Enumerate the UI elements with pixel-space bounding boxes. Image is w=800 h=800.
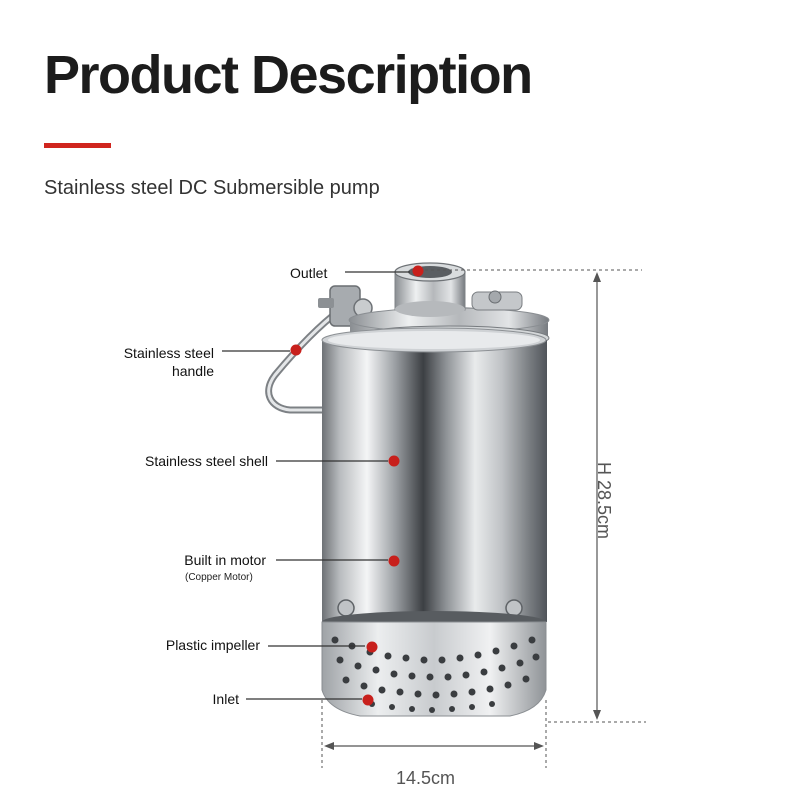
outlet-marker — [412, 265, 424, 277]
impeller-label: Plastic impeller — [165, 637, 260, 653]
shell-label: Stainless steel shell — [145, 453, 268, 469]
inlet-marker — [362, 694, 374, 706]
perforated-inlet-base — [321, 621, 547, 717]
width-dimension — [321, 700, 547, 768]
handle-label-line1: Stainless steel — [123, 345, 214, 361]
height-dimension — [425, 269, 646, 723]
shell-marker — [388, 455, 400, 467]
stainless-steel-handle — [265, 285, 373, 414]
height-label: H 28.5cm — [594, 462, 614, 540]
motor-note-label: (Copper Motor) — [185, 572, 253, 583]
inlet-label: Inlet — [212, 691, 239, 707]
width-label: 14.5cm — [396, 768, 456, 788]
title-accent-bar — [44, 143, 111, 148]
handle-label-line2: handle — [171, 363, 214, 379]
page-subtitle: Stainless steel DC Submersible pump — [44, 177, 380, 199]
handle-marker — [290, 344, 302, 356]
impeller-marker — [366, 641, 378, 653]
outlet-label: Outlet — [290, 265, 328, 281]
motor-label: Built in motor — [184, 552, 266, 568]
stainless-steel-shell — [321, 327, 547, 633]
motor-marker — [388, 555, 400, 567]
page-title: Product Description — [44, 45, 533, 105]
pump-outlet — [394, 262, 523, 317]
